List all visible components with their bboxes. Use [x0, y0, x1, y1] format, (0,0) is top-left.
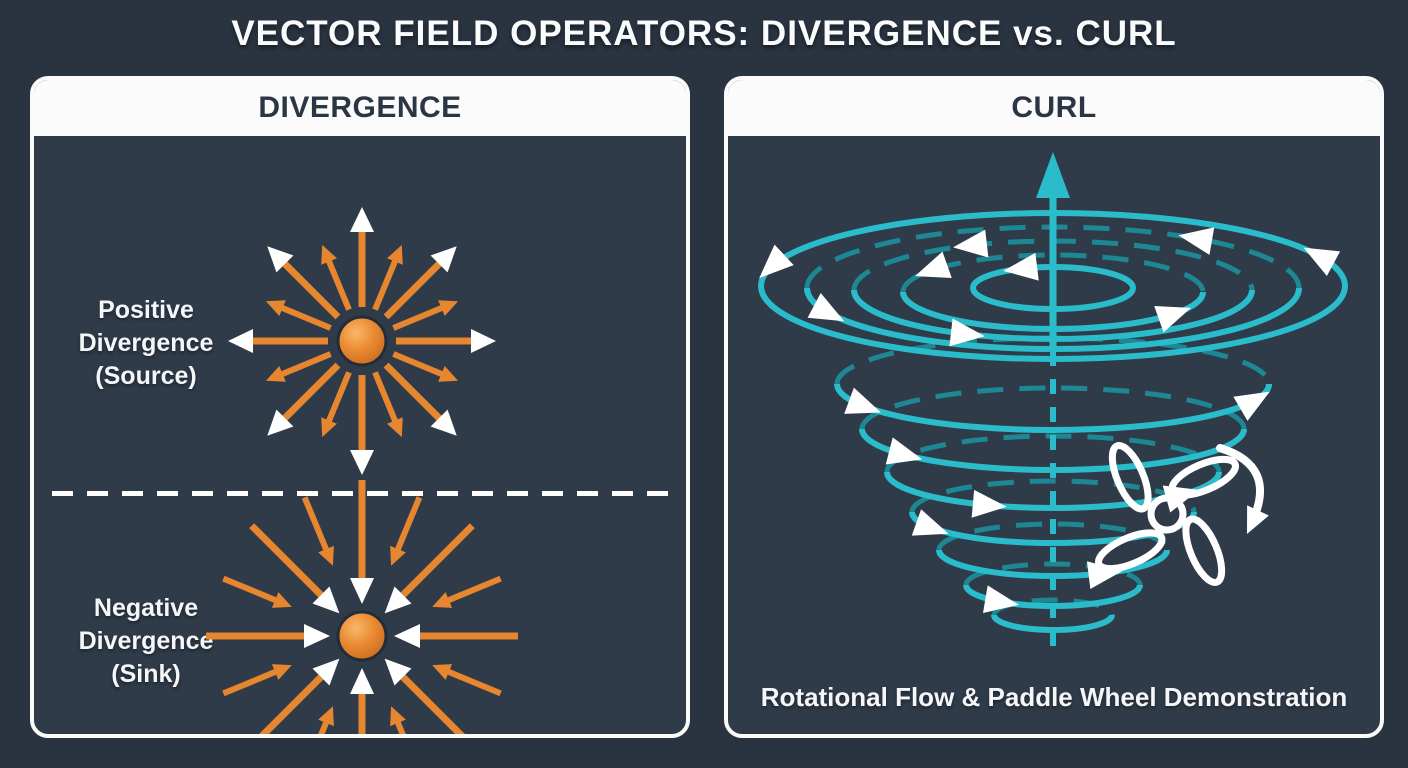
- sink-arrows-icon: [206, 480, 518, 734]
- positive-label-line1: Positive: [98, 296, 194, 324]
- vortex-icon: [758, 152, 1348, 648]
- divergence-panel: DIVERGENCE Positive Divergence (Source) …: [30, 76, 690, 738]
- curl-caption: Rotational Flow & Paddle Wheel Demonstra…: [760, 682, 1348, 712]
- negative-label-line3: (Sink): [111, 660, 181, 688]
- divergence-panel-header: DIVERGENCE: [34, 80, 686, 136]
- curl-panel-body: Rotational Flow & Paddle Wheel Demonstra…: [728, 136, 1380, 734]
- negative-label-line1: Negative: [93, 594, 199, 622]
- curl-panel-header: CURL: [728, 80, 1380, 136]
- source-arrows-icon: [228, 207, 496, 475]
- negative-divergence-label: Negative Divergence (Sink): [48, 592, 244, 691]
- positive-divergence-label: Positive Divergence (Source): [48, 294, 244, 393]
- positive-label-line3: (Source): [95, 362, 197, 390]
- divergence-panel-body: Positive Divergence (Source) Negative Di…: [34, 136, 686, 734]
- positive-label-line2: Divergence: [78, 329, 214, 357]
- curl-panel: CURL Rotational Flow & Paddle Wheel Demo…: [724, 76, 1384, 738]
- negative-label-line2: Divergence: [78, 627, 214, 655]
- page-title: VECTOR FIELD OPERATORS: DIVERGENCE vs. C…: [231, 14, 1177, 53]
